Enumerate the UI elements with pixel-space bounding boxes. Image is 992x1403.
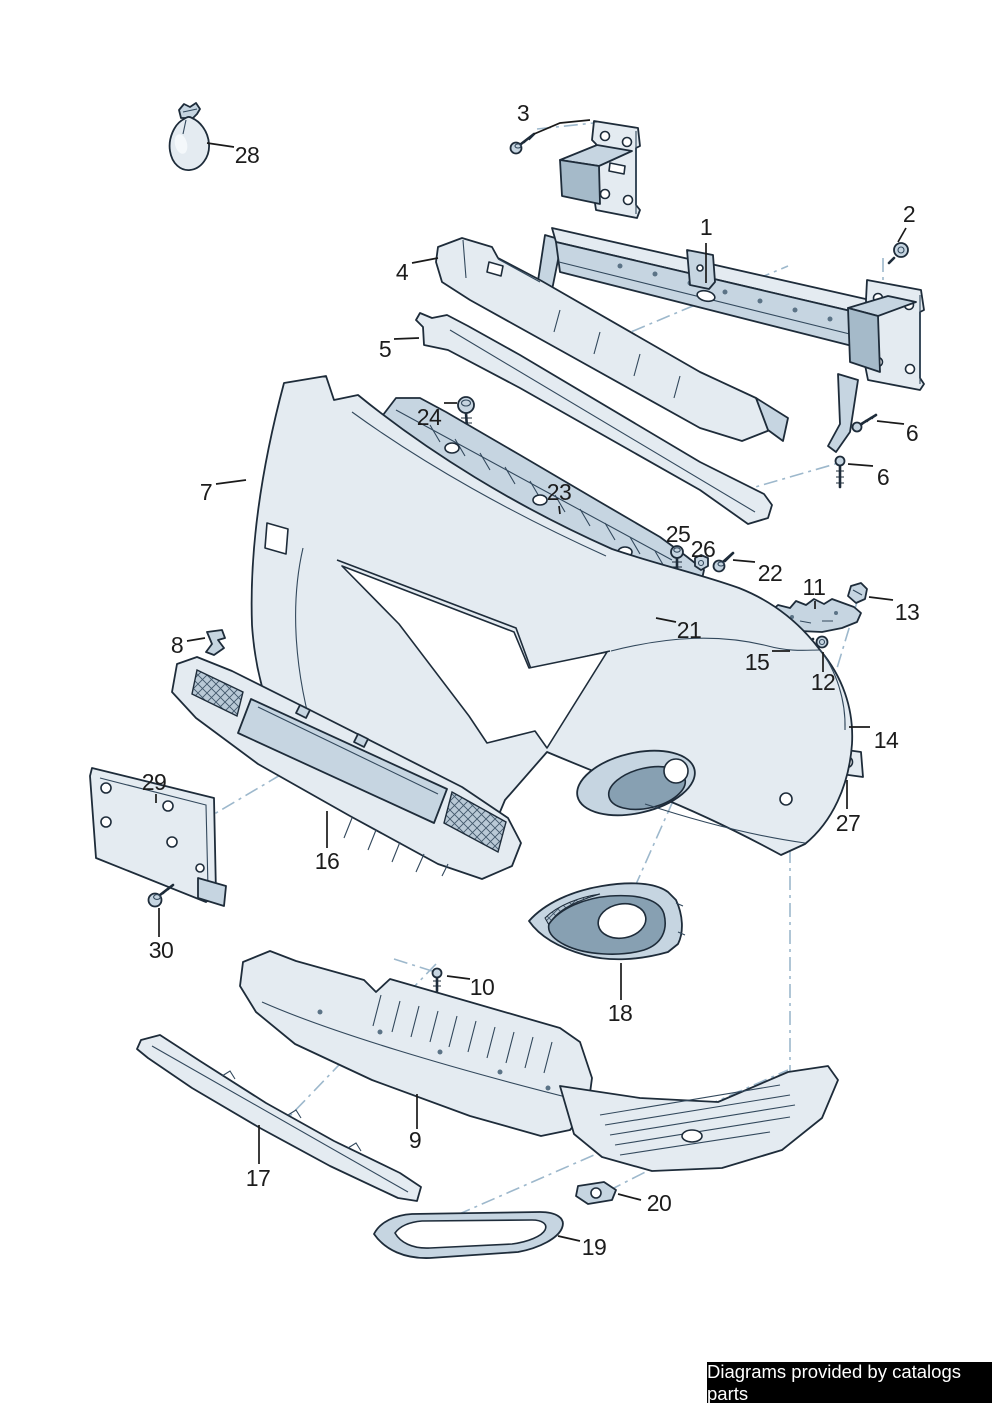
part-5-lower-support[interactable] [415, 312, 773, 525]
callout-leader-lines [155, 119, 907, 1242]
callout-14[interactable]: 14 [874, 727, 900, 753]
part-16-center-grille[interactable] [171, 656, 522, 880]
part-24-screw[interactable] [457, 396, 475, 430]
part-1-bumper-reinforcement[interactable] [523, 120, 925, 453]
callout-22[interactable]: 22 [758, 560, 783, 586]
callout-19[interactable]: 19 [582, 1234, 607, 1260]
part-26-nut[interactable] [694, 554, 709, 571]
callout-16[interactable]: 16 [315, 848, 340, 874]
callout-4[interactable]: 4 [396, 259, 410, 285]
part-28-fastener-bag[interactable] [168, 102, 210, 171]
part-2-screw[interactable] [887, 242, 909, 265]
callout-11[interactable]: 11 [803, 574, 826, 600]
callout-10[interactable]: 10 [470, 974, 495, 1000]
callout-18[interactable]: 18 [608, 1000, 633, 1026]
part-13-clip[interactable] [847, 582, 868, 604]
part-9-lower-valance[interactable] [239, 950, 839, 1172]
part-19-lower-trim[interactable] [373, 1211, 564, 1259]
callout-23[interactable]: 23 [547, 479, 572, 505]
part-3-screw[interactable] [509, 132, 536, 155]
part-22-screw[interactable] [712, 551, 735, 573]
callout-30[interactable]: 30 [149, 937, 174, 963]
callout-6[interactable]: 6 [877, 464, 890, 490]
callout-17[interactable]: 17 [246, 1165, 271, 1191]
part-7-bumper-cover[interactable] [250, 375, 854, 863]
callout-28[interactable]: 28 [235, 142, 260, 168]
callout-24[interactable]: 24 [417, 404, 443, 430]
part-6-screw-lower[interactable] [834, 455, 846, 489]
part-10-screw[interactable] [431, 967, 443, 993]
callout-9[interactable]: 9 [409, 1127, 422, 1153]
callout-12[interactable]: 12 [811, 669, 836, 695]
callout-2[interactable]: 2 [903, 201, 916, 227]
footer-credit: Diagrams provided by catalogs parts [707, 1361, 992, 1403]
part-29-license-plate-bracket[interactable] [89, 767, 227, 907]
callout-25[interactable]: 25 [666, 521, 691, 547]
part-12-grommet[interactable] [815, 635, 829, 649]
callout-20[interactable]: 20 [647, 1190, 672, 1216]
callout-13[interactable]: 13 [895, 599, 920, 625]
part-6-screw-upper[interactable] [851, 413, 878, 433]
callout-21[interactable]: 21 [677, 617, 702, 643]
callout-8[interactable]: 8 [171, 632, 184, 658]
callout-26[interactable]: 26 [691, 536, 716, 562]
part-8-clip[interactable] [205, 629, 226, 656]
callout-1[interactable]: 1 [700, 214, 713, 240]
callout-29[interactable]: 29 [142, 769, 167, 795]
callout-7[interactable]: 7 [200, 479, 213, 505]
callout-27[interactable]: 27 [836, 810, 861, 836]
callout-15[interactable]: 15 [745, 649, 770, 675]
part-18-fog-light-bezel[interactable] [528, 882, 686, 961]
part-20-clip-plate[interactable] [575, 1181, 617, 1205]
callout-5[interactable]: 5 [379, 336, 392, 362]
part-4-impact-absorber[interactable] [435, 237, 789, 442]
callout-6[interactable]: 6 [906, 420, 919, 446]
part-17-spoiler-strip[interactable] [136, 1034, 422, 1202]
part-30-screw[interactable] [147, 883, 175, 908]
callout-3[interactable]: 3 [517, 100, 530, 126]
